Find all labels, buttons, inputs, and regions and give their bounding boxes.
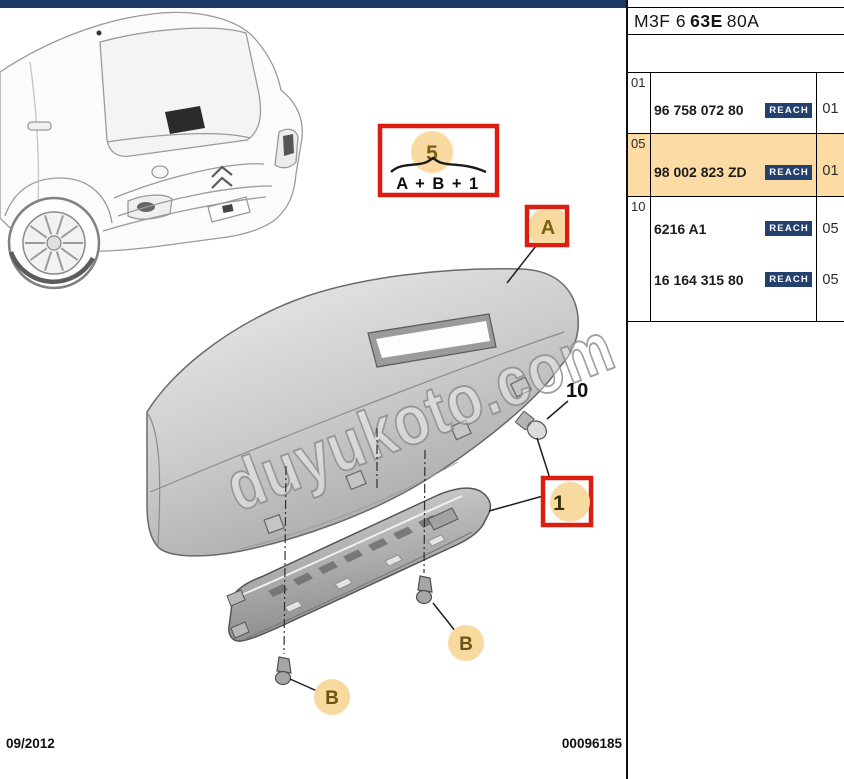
leader-lines bbox=[289, 245, 569, 692]
rear-wheel bbox=[7, 196, 101, 290]
part-number: 96 758 072 80 bbox=[654, 102, 744, 118]
part-number: 16 164 315 80 bbox=[654, 271, 744, 288]
table-row-05-selected[interactable]: 05 98 002 823 ZD REACH 01 bbox=[628, 134, 844, 197]
reach-badge[interactable]: REACH bbox=[765, 164, 812, 180]
document-number: 00096185 bbox=[561, 736, 622, 751]
callout-group-box: 5 A + B + 1 bbox=[377, 123, 500, 198]
callout-lamp-box: 1 bbox=[540, 475, 594, 528]
overbrace bbox=[390, 156, 487, 174]
callout-group-formula: A + B + 1 bbox=[396, 175, 480, 193]
cover-part-drawing bbox=[146, 268, 580, 557]
part-number: 98 002 823 ZD bbox=[654, 164, 747, 180]
bulb-drawing bbox=[515, 410, 547, 440]
top-navy-bar bbox=[0, 0, 626, 8]
svg-text:B: B bbox=[325, 688, 339, 709]
callout-screw-right: B bbox=[448, 625, 484, 661]
quantity: 05 bbox=[822, 220, 839, 237]
row-index: 05 bbox=[628, 134, 651, 196]
door-handle bbox=[27, 121, 52, 131]
exploded-diagram: duyukoto.com bbox=[0, 11, 625, 715]
reach-badge[interactable]: REACH bbox=[765, 102, 812, 118]
callout-screw-left: B bbox=[314, 679, 350, 715]
callout-lamp-label: 1 bbox=[553, 492, 565, 515]
row-index: 10 bbox=[628, 197, 651, 321]
antenna-dot bbox=[96, 30, 102, 36]
panel-divider bbox=[626, 0, 628, 779]
plate-reference-code: M3F 6 63E 80A bbox=[628, 8, 844, 35]
part-number: 6216 A1 bbox=[654, 220, 707, 237]
screw-axis-lines bbox=[283, 428, 426, 655]
fuel-door bbox=[151, 165, 169, 179]
cover-clips bbox=[263, 376, 533, 535]
quantity: 01 bbox=[822, 163, 839, 179]
reach-badge[interactable]: REACH bbox=[765, 272, 812, 287]
third-brake-light-on-car bbox=[165, 106, 205, 134]
quantity: 01 bbox=[822, 101, 839, 117]
citroen-logo bbox=[211, 165, 233, 189]
empty-row bbox=[628, 35, 844, 73]
table-row-01[interactable]: 01 96 758 072 80 REACH 01 bbox=[628, 73, 844, 134]
reach-badge[interactable]: REACH bbox=[765, 221, 812, 236]
callout-cover-label: A bbox=[541, 217, 555, 239]
callout-bulb-label: 10 bbox=[566, 380, 588, 402]
row-index: 01 bbox=[628, 73, 651, 133]
parts-table-panel: M3F 6 63E 80A 01 96 758 072 80 REACH 01 … bbox=[628, 7, 844, 322]
car-illustration bbox=[0, 11, 303, 290]
screw-right-drawing bbox=[415, 575, 433, 605]
screw-left-drawing bbox=[274, 656, 292, 686]
callout-cover-box: A bbox=[524, 204, 570, 248]
svg-text:B: B bbox=[459, 634, 473, 655]
quantity: 05 bbox=[822, 271, 839, 288]
cover-slot-opening bbox=[367, 313, 497, 368]
table-row-10[interactable]: 10 6216 A1 REACH 16 164 315 80 REACH 05 … bbox=[628, 197, 844, 322]
edition-date: 09/2012 bbox=[6, 736, 55, 751]
